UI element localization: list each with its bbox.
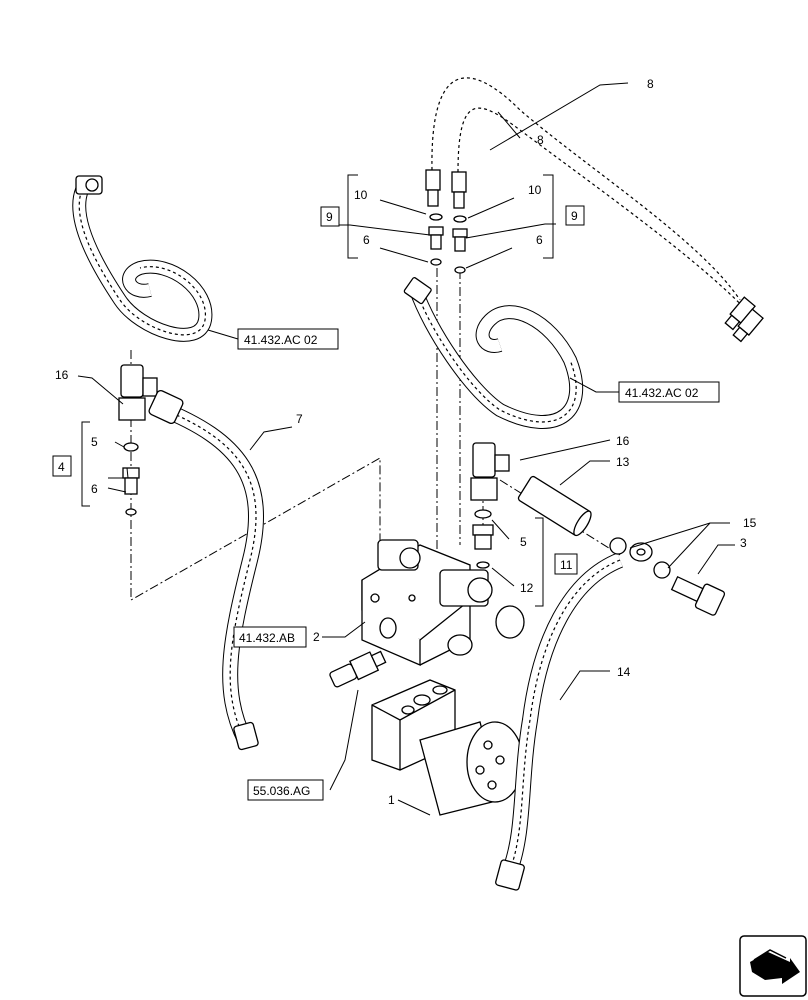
tee-fitting-right	[470, 442, 592, 569]
boxed-callout-4: 4	[52, 455, 72, 477]
callout-5-right: 5	[520, 535, 527, 549]
svg-text:11: 11	[560, 558, 573, 572]
callout-6-left-lower: 6	[91, 482, 98, 496]
valve-block	[361, 539, 525, 666]
svg-text:4: 4	[58, 460, 65, 474]
reference-box-ag[interactable]: 55.036.AG	[247, 779, 324, 801]
svg-text:9: 9	[326, 210, 333, 224]
hose-7	[148, 389, 264, 751]
callout-1: 1	[388, 793, 395, 807]
callout-16-right: 16	[616, 434, 630, 448]
callout-10-right: 10	[528, 183, 542, 197]
callout-8: 8	[537, 133, 544, 147]
callout-7: 7	[296, 412, 303, 426]
svg-text:9: 9	[571, 209, 578, 223]
callout-16-left: 16	[55, 368, 69, 382]
next-page-arrow-icon[interactable]	[739, 935, 807, 997]
group-brackets	[81, 174, 554, 607]
callout-14: 14	[617, 665, 631, 679]
callout-2: 2	[313, 630, 320, 644]
hose-pair-8	[425, 75, 764, 343]
callout-12: 12	[520, 581, 534, 595]
leader-lines	[77, 82, 735, 816]
pressure-sensor	[329, 650, 387, 688]
svg-text:41.432.AC 02: 41.432.AC 02	[625, 386, 699, 400]
reference-box-ab[interactable]: 41.432.AB	[233, 626, 307, 648]
boxed-callout-9-left: 9	[320, 206, 340, 227]
callouts: 8 8 10 10 6 6 7 16 5 6 16 13 15 3 5 12 2…	[55, 77, 757, 807]
steering-unit	[371, 679, 524, 816]
callout-3: 3	[740, 536, 747, 550]
hose-14	[495, 537, 671, 891]
adapter-fittings-9	[428, 213, 468, 274]
reference-box-ac02-left[interactable]: 41.432.AC 02	[237, 328, 339, 350]
callout-13: 13	[616, 455, 630, 469]
boxed-callout-11: 11	[554, 553, 578, 575]
boxed-callout-9-right: 9	[565, 205, 585, 226]
hose-loop-left	[72, 175, 213, 342]
callout-15: 15	[743, 516, 757, 530]
callout-8-top: 8	[647, 77, 654, 91]
callout-5-left: 5	[91, 435, 98, 449]
callout-6-left: 6	[363, 233, 370, 247]
callout-10-left: 10	[354, 188, 368, 202]
banjo-bolt	[670, 575, 726, 616]
callout-6-right: 6	[536, 233, 543, 247]
hose-loop-right	[403, 277, 584, 429]
svg-text:55.036.AG: 55.036.AG	[253, 784, 310, 798]
tee-fitting-left	[118, 364, 158, 516]
reference-box-ac02-right[interactable]: 41.432.AC 02	[618, 381, 720, 403]
svg-text:41.432.AC 02: 41.432.AC 02	[244, 333, 318, 347]
svg-text:41.432.AB: 41.432.AB	[239, 631, 295, 645]
